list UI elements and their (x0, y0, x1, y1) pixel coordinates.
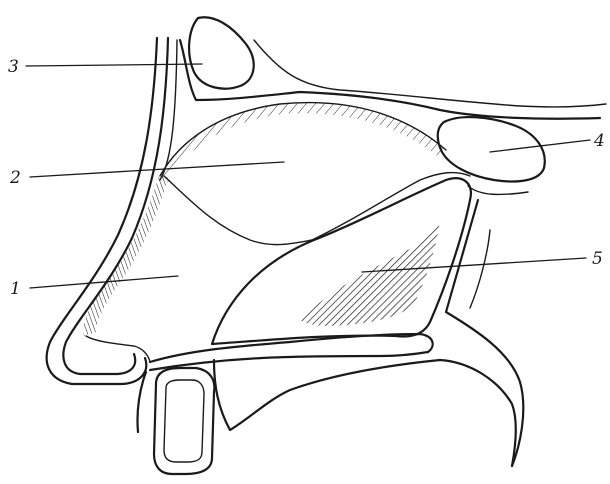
label-2: 2 (9, 168, 21, 188)
label-5: 5 (592, 249, 603, 269)
nasopharynx-wall (446, 200, 523, 466)
frontal-sinus (189, 17, 254, 88)
leader-line-4 (490, 140, 590, 152)
olfactory-region-border (160, 103, 446, 182)
incisor-socket-inner (164, 380, 204, 462)
vestibule-floor (86, 336, 150, 362)
leader-line-3 (26, 64, 202, 66)
label-4: 4 (593, 131, 605, 151)
nasopharynx-inner (470, 230, 490, 308)
sphenoid-sinus-wall (468, 186, 528, 194)
sphenoid-sinus (438, 117, 545, 181)
vestibule-fringe (83, 172, 168, 336)
skull-base-upper (254, 40, 606, 107)
leader-line-2 (30, 162, 284, 177)
incisor-socket (154, 368, 214, 474)
label-1: 1 (10, 279, 21, 299)
label-3: 3 (8, 57, 19, 77)
palate-body (137, 360, 515, 466)
respiratory-divider (164, 173, 470, 245)
nose-outer-contour (47, 38, 157, 384)
